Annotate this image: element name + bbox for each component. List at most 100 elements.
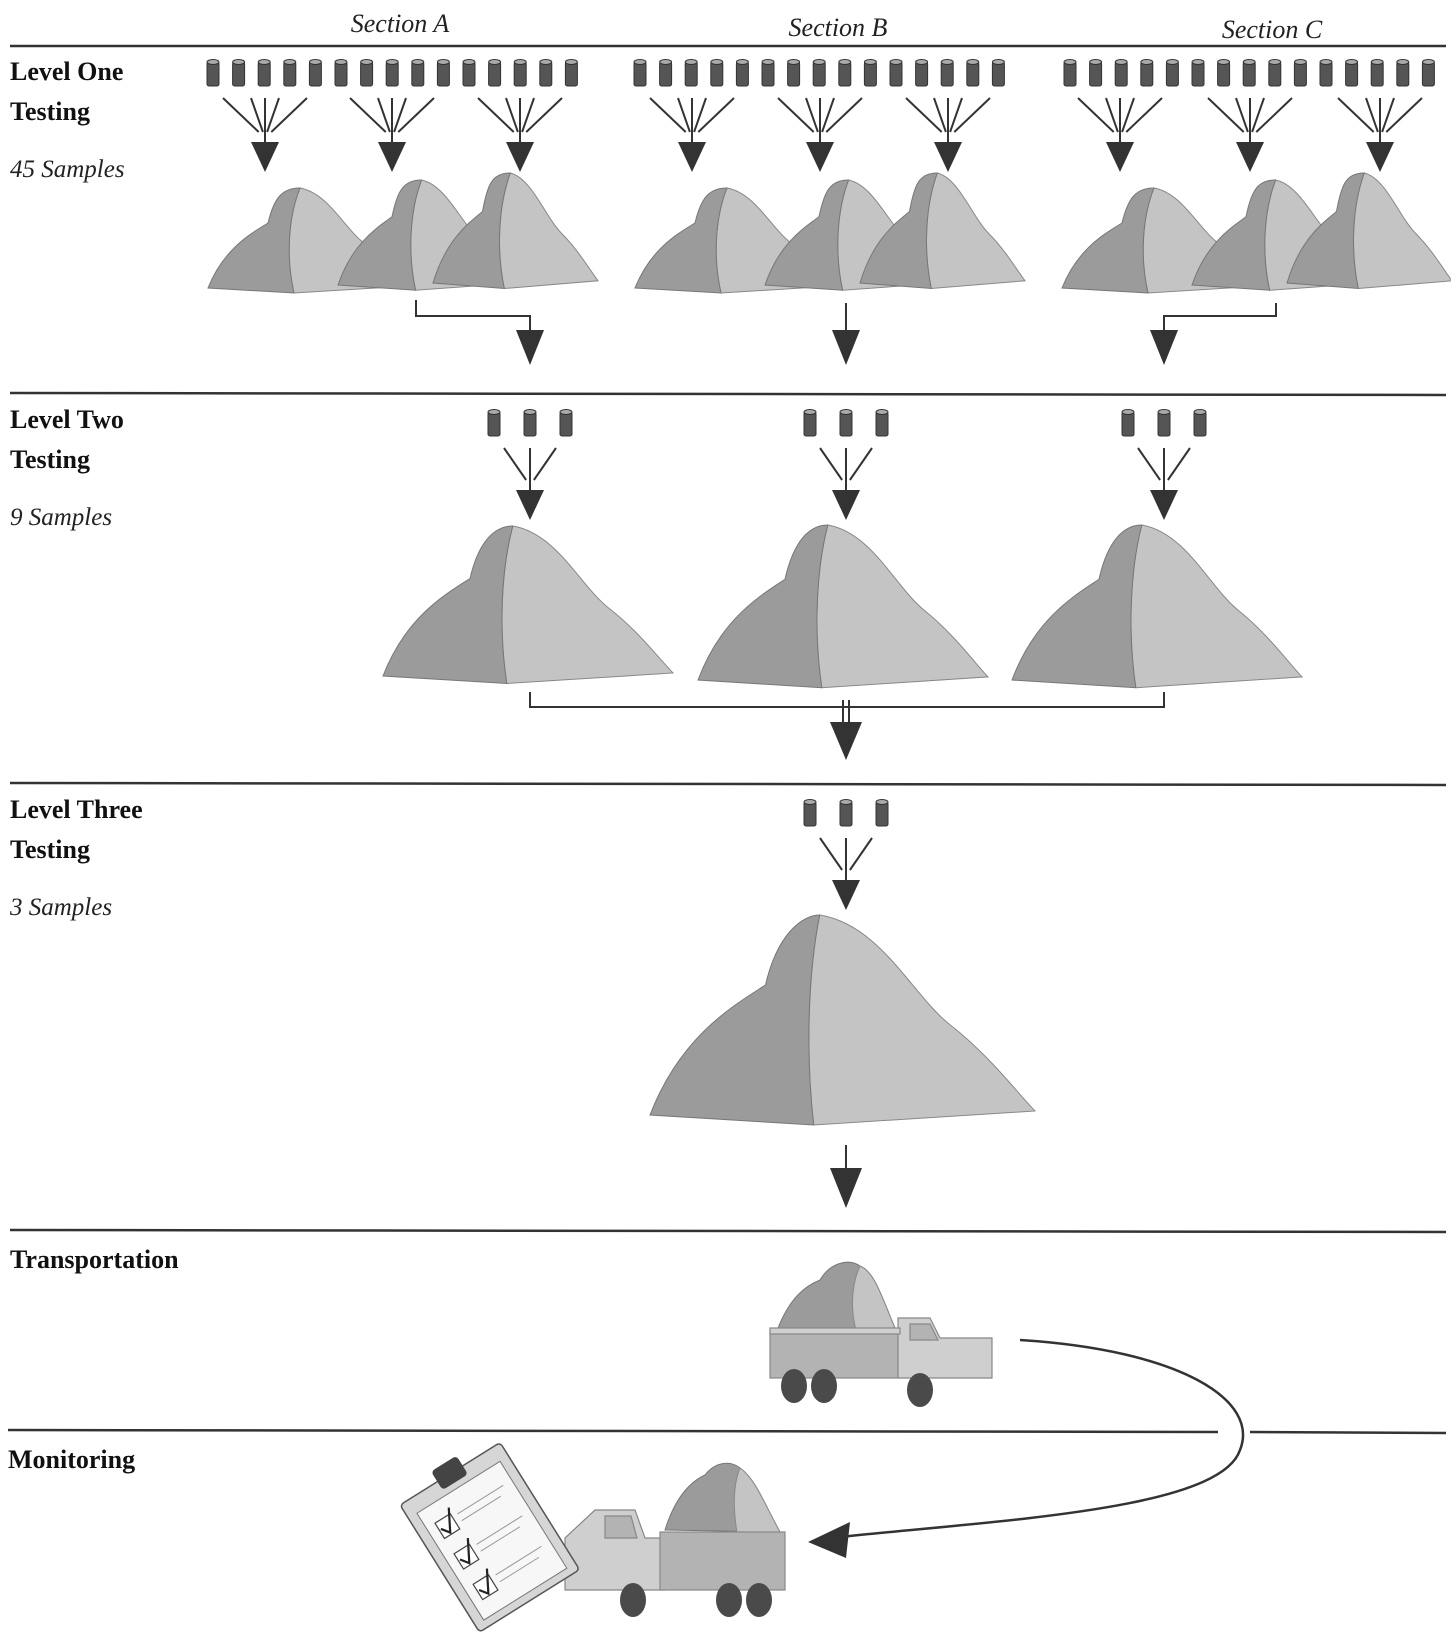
sample-canister-top	[1089, 59, 1103, 65]
stockpile-icon	[382, 525, 514, 685]
sample-flow-line	[805, 97, 819, 133]
sample-canister-icon	[1157, 411, 1171, 437]
stockpile-icon	[1061, 187, 1155, 294]
sample-canister-icon	[385, 61, 399, 87]
level-three-rule	[9, 781, 1447, 787]
sample-canister-icon	[283, 61, 297, 87]
down-arrowhead	[378, 142, 406, 172]
sample-flow-line	[1105, 97, 1119, 133]
sample-canister-icon	[308, 61, 322, 87]
sample-flow-line	[533, 447, 557, 481]
sample-flow-line	[1125, 97, 1163, 133]
sample-flow-line	[250, 97, 264, 133]
section-c-label: Section C	[1222, 15, 1323, 44]
sample-canister-top	[308, 59, 322, 65]
stockpile-lit-face	[808, 914, 1037, 1126]
sample-canister-top	[411, 59, 425, 65]
sample-canister-top	[863, 59, 877, 65]
sample-canister-top	[385, 59, 399, 65]
down-arrowhead	[1150, 330, 1178, 365]
sample-flow-line	[905, 97, 943, 133]
down-arrowhead	[1106, 142, 1134, 172]
sample-canister-top	[523, 409, 537, 415]
sample-flow-line	[677, 97, 691, 133]
sample-canister-icon	[462, 61, 476, 87]
sample-canister-top	[539, 59, 553, 65]
sample-canister-top	[564, 59, 578, 65]
sample-canister-icon	[232, 61, 246, 87]
level-three-count: 3 Samples	[9, 894, 112, 921]
sample-flow-line	[503, 447, 527, 481]
sample-canister-icon	[803, 801, 817, 827]
sample-flow-line	[270, 97, 308, 133]
down-arrowhead	[832, 490, 860, 520]
sample-flow-line	[1365, 97, 1379, 133]
sample-canister-icon	[633, 61, 647, 87]
sample-canister-top	[839, 409, 853, 415]
sample-flow-line	[266, 97, 280, 133]
down-arrowhead	[251, 142, 279, 172]
sample-canister-top	[812, 59, 826, 65]
down-arrowhead	[832, 330, 860, 365]
sample-canister-icon	[523, 411, 537, 437]
sample-canister-icon	[812, 61, 826, 87]
truck-wheel	[746, 1583, 772, 1617]
stockpile-icon	[634, 187, 728, 294]
sample-flow-line	[649, 97, 687, 133]
sample-flow-line	[693, 97, 707, 133]
sample-canister-icon	[966, 61, 980, 87]
sample-flow-line	[777, 97, 815, 133]
sample-canister-icon	[1370, 61, 1384, 87]
sample-canister-top	[710, 59, 724, 65]
sample-canister-top	[1396, 59, 1410, 65]
level-two-subtitle: Testing	[10, 445, 90, 474]
level-one-subtitle: Testing	[10, 97, 90, 126]
sample-canister-icon	[488, 61, 502, 87]
sample-canister-icon	[1319, 61, 1333, 87]
down-arrowhead	[832, 880, 860, 910]
sample-canister-top	[487, 409, 501, 415]
sample-canister-icon	[684, 61, 698, 87]
sample-canister-icon	[761, 61, 775, 87]
sample-flow-line	[819, 447, 843, 481]
sample-canister-top	[1370, 59, 1384, 65]
sample-canister-top	[1242, 59, 1256, 65]
section-a-label: Section A	[351, 9, 450, 38]
sample-canister-icon	[360, 61, 374, 87]
stockpile-icon	[1286, 172, 1366, 290]
sample-canister-icon	[1242, 61, 1256, 87]
sample-flow-line	[1235, 97, 1249, 133]
sample-canister-top	[684, 59, 698, 65]
sample-canister-icon	[1268, 61, 1282, 87]
sample-canister-icon	[206, 61, 220, 87]
transportation-label: Transportation	[10, 1245, 179, 1274]
sample-canister-icon	[1089, 61, 1103, 87]
sample-flow-line	[1137, 447, 1161, 481]
sample-flow-line	[525, 97, 563, 133]
sample-flow-line	[1385, 97, 1423, 133]
sample-canister-icon	[839, 801, 853, 827]
stockpile-icon	[1011, 524, 1143, 689]
down-arrowhead	[678, 142, 706, 172]
sample-canister-top	[1191, 59, 1205, 65]
truck-wheel	[716, 1583, 742, 1617]
sample-canister-icon	[1063, 61, 1077, 87]
sample-flow-line	[477, 97, 515, 133]
stockpile-icon	[337, 179, 423, 291]
stockpile-icon	[859, 172, 939, 290]
sample-flow-line	[1255, 97, 1293, 133]
level-one-label: Level One Testing 45 Samples	[10, 57, 125, 183]
down-arrowhead	[506, 142, 534, 172]
sample-canister-icon	[875, 801, 889, 827]
sample-canister-icon	[889, 61, 903, 87]
down-arrowhead	[1150, 490, 1178, 520]
level-two-rule	[9, 391, 1447, 397]
down-arrowhead	[1366, 142, 1394, 172]
section-b-label: Section B	[789, 13, 888, 42]
sample-flow-line	[953, 97, 991, 133]
stockpile-icon	[649, 914, 821, 1126]
clipboard-checklist-icon	[400, 1443, 579, 1632]
sample-flow-line	[1077, 97, 1115, 133]
sample-canister-icon	[787, 61, 801, 87]
sample-canister-icon	[659, 61, 673, 87]
